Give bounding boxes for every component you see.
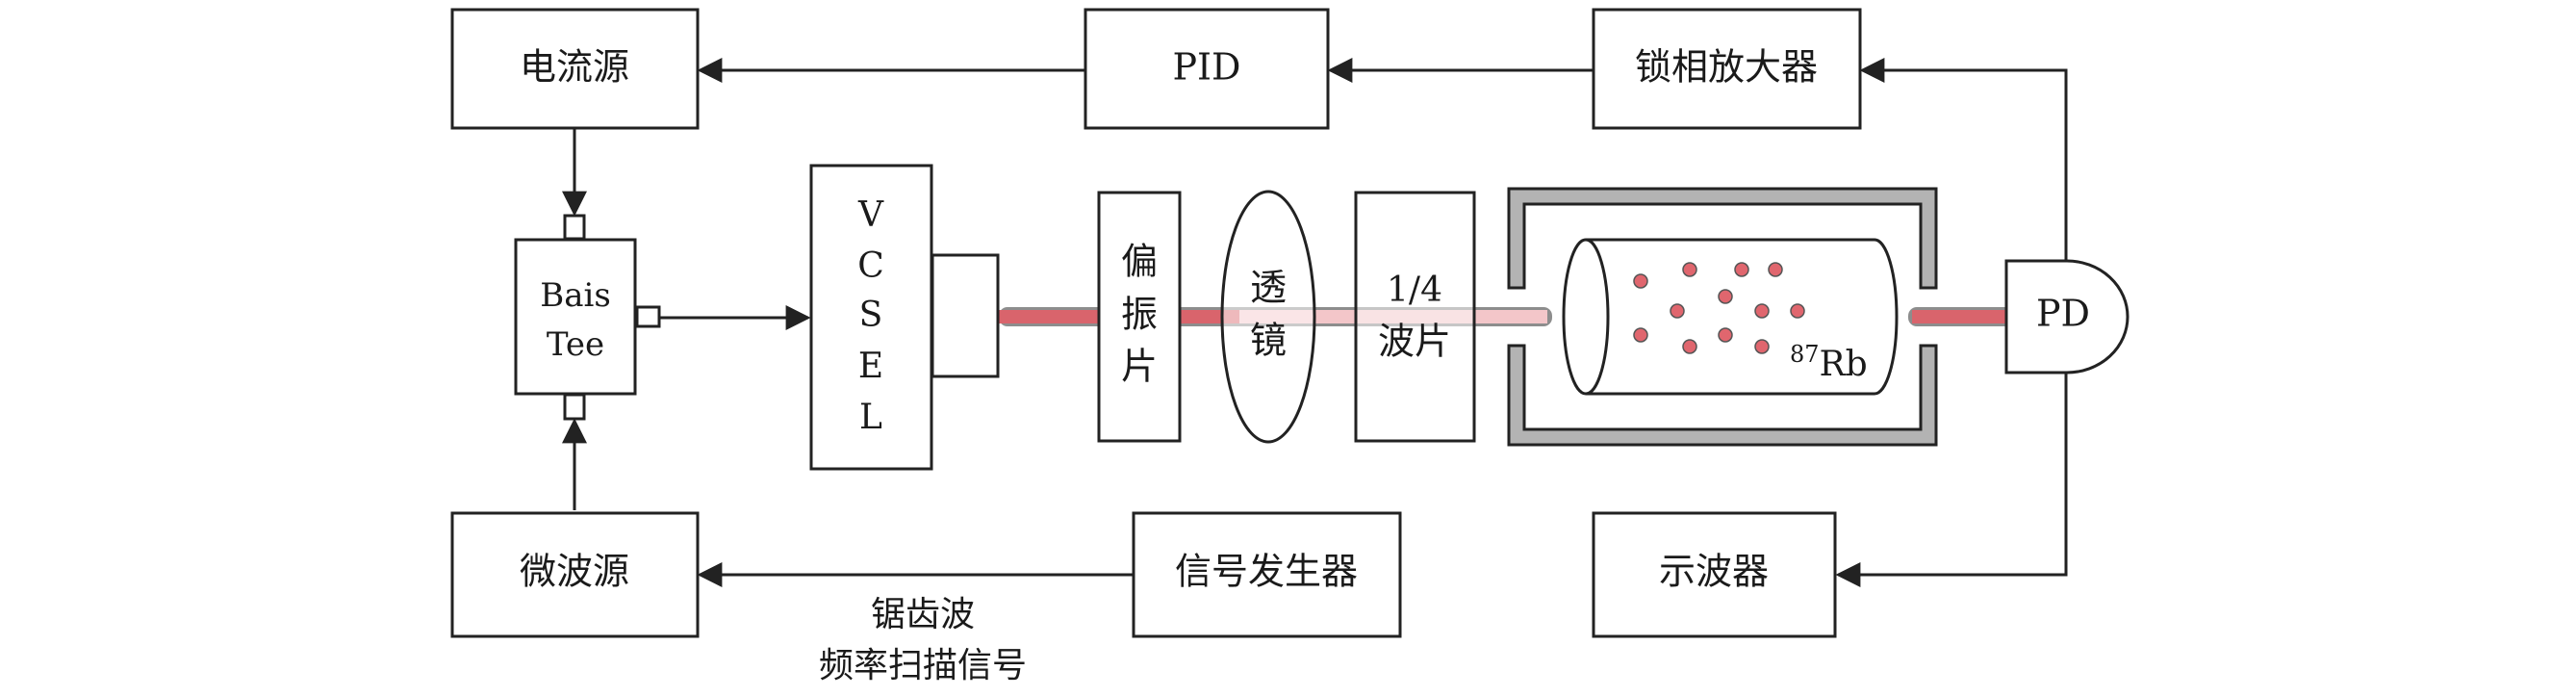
- microwave-source-box: [450, 511, 700, 638]
- vcsel-box: [809, 164, 933, 471]
- quarter-wave-plate-label-line2: 波片: [1378, 321, 1451, 363]
- current-source-label: 电流源: [520, 46, 629, 89]
- rb-label: 87Rb: [1790, 341, 1868, 385]
- rb-atom: [1768, 262, 1783, 277]
- oscilloscope-label: 示波器: [1659, 551, 1769, 593]
- lens: [1220, 190, 1316, 444]
- rb-atom: [1734, 262, 1749, 277]
- vcsel-letters: V C S E L: [857, 195, 884, 437]
- rb-atom: [1633, 273, 1648, 289]
- rb-vapor-cell: 87Rb: [1562, 238, 1899, 396]
- rb-atom: [1718, 289, 1733, 304]
- shield-bottom-wall: [1507, 344, 1938, 447]
- lens-char: 镜: [1250, 320, 1287, 362]
- microwave-source-label: 微波源: [520, 551, 629, 593]
- pid-box: [1084, 8, 1330, 130]
- lockin-amplifier-label: 锁相放大器: [1635, 46, 1818, 89]
- vcsel-letter: V: [857, 195, 884, 235]
- rb-isotope-superscript: 87: [1790, 341, 1820, 368]
- quarter-wave-plate-box: [1354, 191, 1476, 443]
- oscilloscope-box: [1592, 511, 1837, 638]
- rb-atom: [1682, 262, 1697, 277]
- shielding: [1507, 187, 1938, 447]
- lockin-amplifier-box: [1592, 8, 1862, 130]
- polarizer-char: 振: [1121, 294, 1158, 336]
- rb-atoms: [1633, 262, 1805, 354]
- vcsel-output-port: [931, 253, 1000, 378]
- polarizer-char: 片: [1121, 346, 1158, 388]
- sawtooth-annotation-line2: 频率扫描信号: [819, 646, 1027, 685]
- vapor-cell-body: [1586, 238, 1899, 396]
- rb-atom: [1754, 339, 1770, 354]
- rb-atom: [1754, 303, 1770, 319]
- photodetector-label: PD: [2036, 293, 2090, 335]
- bias-tee-label-line1: Bais: [540, 276, 611, 315]
- rb-atom: [1790, 303, 1805, 319]
- polarizer-char: 偏: [1121, 241, 1158, 283]
- bias-tee-bottom-port: [563, 393, 586, 421]
- lens-char: 透: [1250, 267, 1287, 309]
- rb-atom: [1682, 339, 1697, 354]
- wires: [562, 58, 2068, 587]
- bias-tee-right-port: [635, 305, 661, 328]
- vcsel-letter: L: [859, 398, 882, 437]
- laser-beam-into-pd: [1912, 310, 2020, 323]
- vcsel-letter: C: [857, 246, 884, 286]
- pid-label: PID: [1172, 46, 1240, 89]
- photodetector-shape: [2004, 259, 2130, 374]
- bias-tee-box: [514, 238, 637, 396]
- bias-tee-top-port: [563, 214, 586, 241]
- sawtooth-annotation-line1: 锯齿波: [871, 595, 975, 634]
- current-source-box: [450, 8, 700, 130]
- signal-generator-box: [1132, 511, 1402, 638]
- arrow-pd-to-oscilloscope: [1835, 369, 2068, 587]
- rb-atom: [1718, 327, 1733, 343]
- polarizer-box: [1097, 191, 1182, 443]
- rb-element-symbol: Rb: [1820, 345, 1868, 384]
- arrow-pd-to-lockin: [1859, 58, 2068, 265]
- rb-atom: [1633, 327, 1648, 343]
- quarter-wave-plate-label-line1: 1/4: [1387, 271, 1442, 310]
- shield-top-wall: [1507, 187, 1938, 290]
- rb-atom: [1670, 303, 1685, 319]
- signal-generator-label: 信号发生器: [1175, 551, 1358, 593]
- vcsel-letter: E: [858, 347, 883, 386]
- bias-tee-label-line2: Tee: [547, 325, 604, 364]
- vapor-cell-window: [1562, 238, 1610, 396]
- vcsel-letter: S: [859, 296, 883, 335]
